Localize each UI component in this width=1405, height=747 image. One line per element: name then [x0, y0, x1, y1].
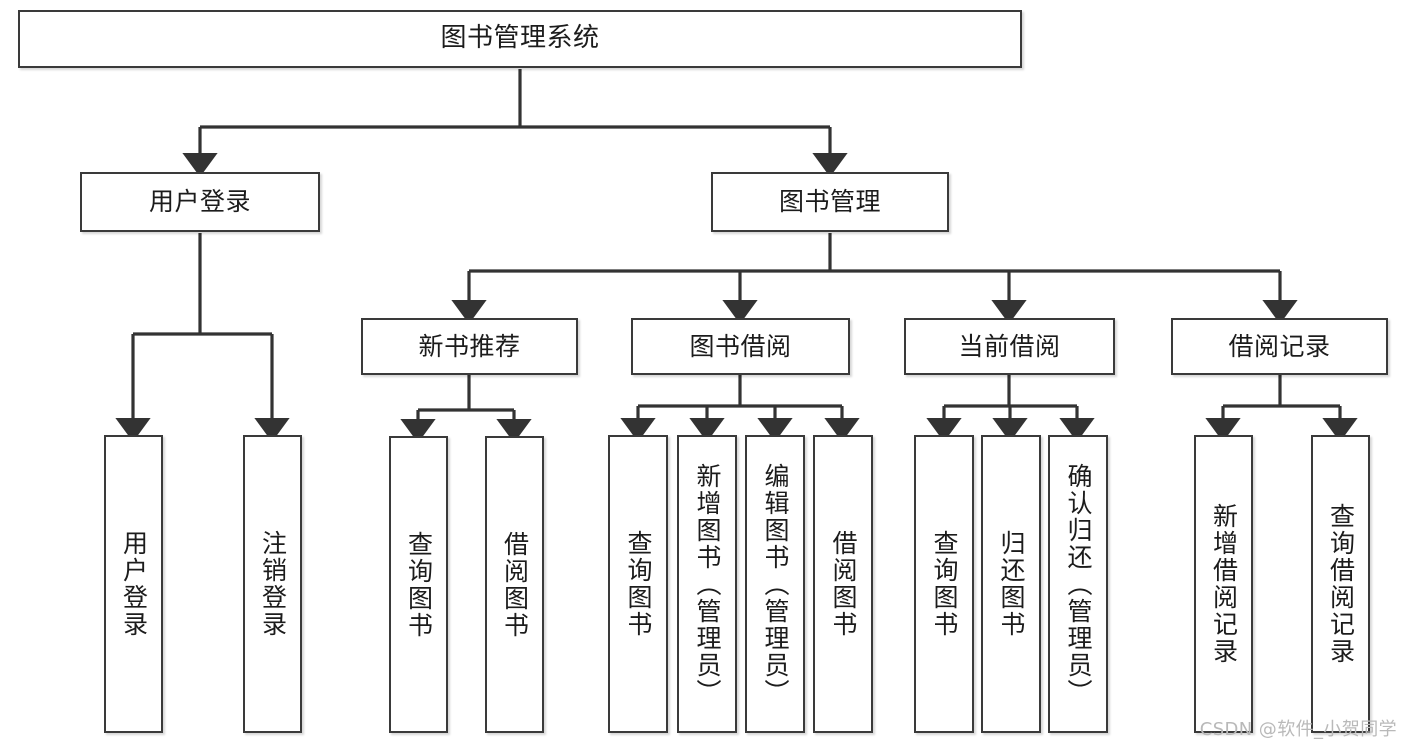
node-leaf-logout-login[interactable]: 注销登录 — [243, 435, 302, 733]
csdn-watermark: CSDN @软件_小贺同学 — [1199, 719, 1397, 740]
node-leaf-add-record[interactable]: 新增借阅记录 — [1194, 435, 1253, 733]
node-borrow-record[interactable]: 借阅记录 — [1171, 318, 1388, 375]
node-leaf-borrow-book-1[interactable]: 借阅图书 — [485, 436, 544, 733]
node-leaf-query-book-2[interactable]: 查询图书 — [608, 435, 668, 733]
node-leaf-borrow-book-1-label: 借阅图书 — [500, 530, 530, 639]
node-leaf-user-login[interactable]: 用户登录 — [104, 435, 163, 733]
node-leaf-return-book[interactable]: 归还图书 — [981, 435, 1041, 733]
node-leaf-logout-login-label: 注销登录 — [258, 530, 288, 638]
node-leaf-confirm-return[interactable]: 确认归还（管理员） — [1048, 435, 1108, 733]
node-leaf-query-book-1[interactable]: 查询图书 — [389, 436, 448, 733]
node-leaf-query-record[interactable]: 查询借阅记录 — [1311, 435, 1370, 733]
node-current-borrow[interactable]: 当前借阅 — [904, 318, 1115, 375]
node-book-borrow-label: 图书借阅 — [689, 331, 792, 361]
node-borrow-record-label: 借阅记录 — [1228, 331, 1331, 361]
node-leaf-user-login-label: 用户登录 — [119, 530, 149, 638]
node-root-label: 图书管理系统 — [440, 23, 600, 54]
node-user-login-label: 用户登录 — [148, 187, 251, 216]
node-book-manage-label: 图书管理 — [778, 187, 881, 216]
node-new-book-recommend-label: 新书推荐 — [418, 331, 521, 361]
node-book-manage[interactable]: 图书管理 — [711, 172, 949, 232]
node-new-book-recommend[interactable]: 新书推荐 — [361, 318, 578, 375]
node-current-borrow-label: 当前借阅 — [958, 331, 1061, 361]
node-root[interactable]: 图书管理系统 — [18, 10, 1022, 68]
node-leaf-borrow-book-2[interactable]: 借阅图书 — [813, 435, 873, 733]
node-leaf-add-record-label: 新增借阅记录 — [1209, 503, 1239, 665]
node-leaf-query-record-label: 查询借阅记录 — [1326, 503, 1356, 665]
node-book-borrow[interactable]: 图书借阅 — [631, 318, 850, 375]
node-leaf-query-book-3[interactable]: 查询图书 — [914, 435, 974, 733]
node-user-login[interactable]: 用户登录 — [80, 172, 320, 232]
node-leaf-borrow-book-2-label: 借阅图书 — [829, 530, 858, 638]
node-leaf-edit-book[interactable]: 编辑图书（管理员） — [745, 435, 805, 733]
node-leaf-query-book-2-label: 查询图书 — [624, 530, 653, 638]
node-leaf-return-book-label: 归还图书 — [997, 530, 1026, 638]
node-leaf-confirm-return-label: 确认归还（管理员） — [1064, 462, 1093, 706]
node-leaf-edit-book-label: 编辑图书（管理员） — [761, 462, 790, 706]
node-leaf-query-book-1-label: 查询图书 — [404, 530, 434, 639]
node-leaf-query-book-3-label: 查询图书 — [930, 530, 959, 638]
node-leaf-add-book[interactable]: 新增图书（管理员） — [677, 435, 737, 733]
node-leaf-add-book-label: 新增图书（管理员） — [693, 462, 722, 706]
